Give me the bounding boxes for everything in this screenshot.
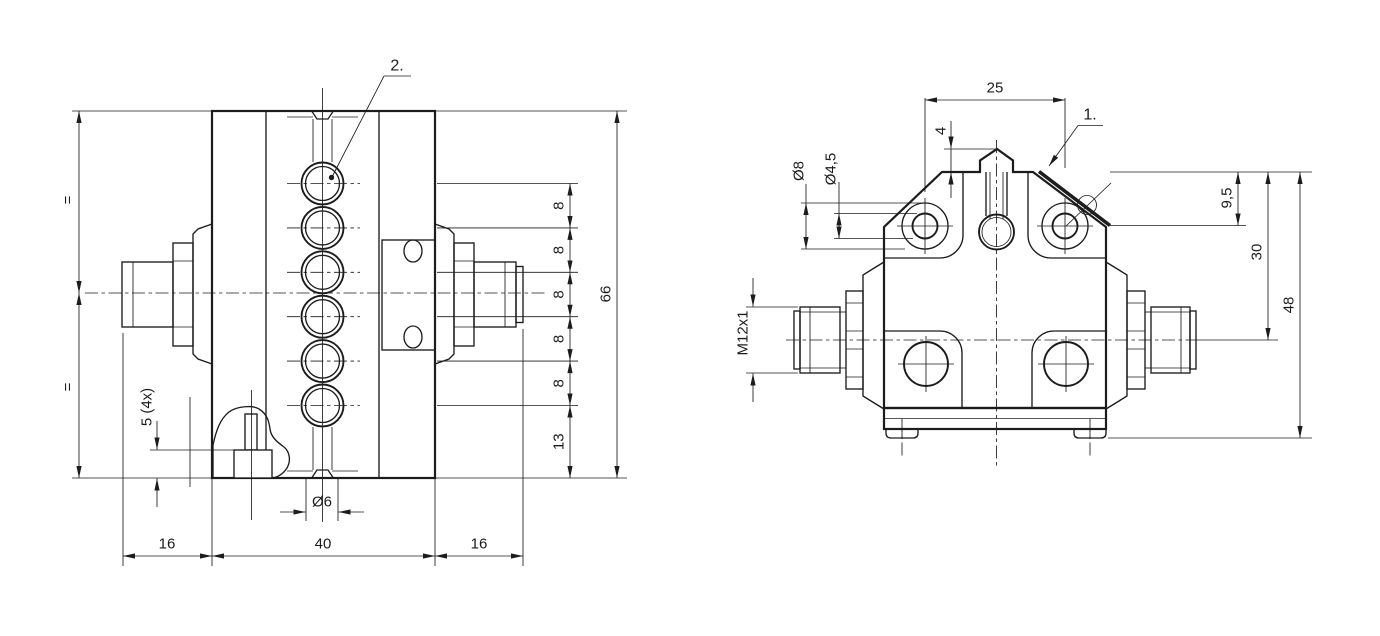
dim-body-width-text: 40: [315, 536, 332, 553]
dim-bottom-offset: 13: [551, 433, 568, 450]
dim-counterbore-depth: 5 (4x): [139, 388, 160, 507]
dim-hole-diameter-right-text: Ø4,5: [823, 153, 840, 186]
dim-pitch-5: 8: [551, 379, 568, 387]
dim-thread: M12x1: [735, 278, 798, 402]
dim-equal: = =: [60, 111, 82, 478]
dim-pitch-3: 8: [551, 290, 568, 298]
dim-top-hole-offset-text: 9,5: [1219, 188, 1236, 209]
dim-overall-height-right-text: 48: [1281, 297, 1298, 314]
dim-bottom-widths: 16 40 16: [122, 329, 524, 566]
front-body-outline: [882, 147, 1108, 410]
dim-right-width-text: 16: [471, 536, 488, 553]
dim-peak-height: 4: [933, 121, 996, 198]
dim-pitch-4: 8: [551, 335, 568, 343]
mounting-plate: [381, 239, 436, 351]
callout-2: 2.: [328, 58, 411, 181]
dim-hole-diameter-left: Ø6: [280, 479, 364, 521]
mounting-holes: [901, 202, 1089, 387]
dim-overall-height-text: 66: [598, 286, 615, 303]
center-vent: [978, 172, 1015, 251]
dim-pitch-2: 8: [551, 246, 568, 254]
right-front-view: 25 4 Ø8 Ø4,5: [735, 80, 1312, 468]
front-right-fitting: [1105, 261, 1197, 410]
port-holes: [300, 161, 345, 428]
dim-peak-height-text: 4: [933, 127, 950, 135]
callout-2-text: 2.: [390, 58, 403, 75]
dim-port-axis-offset-text: 30: [1249, 244, 1266, 261]
dim-counterbore-depth-text: 5 (4x): [139, 388, 156, 426]
dim-left-width-text: 16: [159, 536, 176, 553]
dim-thread-text: M12x1: [735, 310, 752, 355]
callout-1: 1.: [1048, 107, 1103, 167]
callout-1-text: 1.: [1083, 107, 1096, 124]
dim-overall-height: 66: [598, 111, 620, 478]
dim-pitch-1: 8: [551, 202, 568, 210]
right-fitting: [434, 223, 524, 365]
left-section-view: = = 8 8 8 8 8 13 66 2.: [60, 58, 627, 566]
dim-hole-spacing: 25: [924, 80, 1066, 192]
front-left-fitting: [793, 261, 885, 410]
chamfer-finish-mark: [1037, 170, 1112, 227]
dim-hole-spacing-text: 25: [987, 80, 1004, 97]
dim-right-stack: 9,5 30 48: [1108, 171, 1312, 439]
dim-equal-upper: =: [60, 195, 77, 204]
dim-hole-pitch-chain: 8 8 8 8 8 13: [551, 183, 573, 478]
section-hatch: [150, 390, 291, 520]
dim-hole-diameter-right: Ø4,5: [823, 153, 917, 239]
dim-counterbore-diameter-text: Ø8: [791, 161, 808, 181]
dim-equal-lower: =: [60, 382, 77, 391]
dim-counterbore-diameter: Ø8: [791, 161, 921, 250]
dim-hole-diameter-left-text: Ø6: [312, 494, 332, 511]
left-fitting: [121, 223, 213, 365]
chamfer-hole: [1077, 195, 1097, 215]
